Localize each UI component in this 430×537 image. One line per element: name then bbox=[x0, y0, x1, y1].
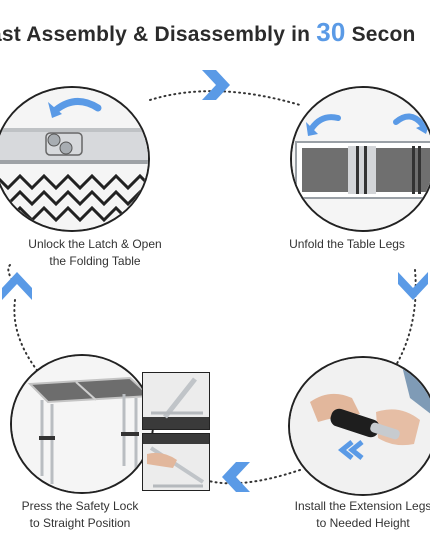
safety-lock-inset-bottom bbox=[142, 433, 210, 491]
step4-photo bbox=[10, 354, 154, 494]
step1-label-line1: Unlock the Latch & Open bbox=[28, 237, 162, 251]
safety-lock-detail-bottom bbox=[143, 434, 209, 490]
step4-label-line2: to Straight Position bbox=[29, 516, 131, 530]
headline: ast Assembly & Disassembly in 30 Secon bbox=[0, 14, 430, 54]
chevron-right-icon bbox=[202, 70, 230, 100]
safety-lock-inset-top bbox=[142, 372, 210, 430]
safety-lock-detail-top bbox=[143, 373, 209, 429]
step3-photo bbox=[288, 356, 430, 496]
headline-suffix: Secon bbox=[345, 23, 416, 46]
chevron-up-icon bbox=[2, 272, 32, 300]
step4-label-line1: Press the Safety Lock bbox=[21, 499, 139, 513]
step1-caption: Unlock the Latch & Open the Folding Tabl… bbox=[10, 236, 180, 270]
headline-text: ast Assembly & Disassembly in 30 Secon bbox=[0, 14, 416, 53]
table-latch-illustration bbox=[0, 88, 148, 230]
chevron-left-icon bbox=[222, 462, 250, 492]
headline-prefix: ast Assembly & Disassembly in bbox=[0, 23, 317, 46]
unfold-legs-illustration bbox=[292, 88, 430, 230]
step1-photo bbox=[0, 86, 150, 232]
step2-caption: Unfold the Table Legs bbox=[262, 236, 430, 253]
step3-label-line2: to Needed Height bbox=[316, 516, 410, 530]
step1-label-line2: the Folding Table bbox=[49, 254, 141, 268]
step2-photo bbox=[290, 86, 430, 232]
chevron-down-icon bbox=[398, 272, 428, 300]
assembled-table-illustration bbox=[12, 356, 152, 492]
headline-number: 30 bbox=[316, 17, 346, 47]
step3-caption: Install the Extension Legs to Needed Hei… bbox=[278, 498, 430, 532]
step2-label-line1: Unfold the Table Legs bbox=[289, 237, 405, 251]
extension-legs-illustration bbox=[290, 358, 430, 494]
step3-label-line1: Install the Extension Legs bbox=[294, 499, 430, 513]
step4-caption: Press the Safety Lock to Straight Positi… bbox=[0, 498, 160, 532]
